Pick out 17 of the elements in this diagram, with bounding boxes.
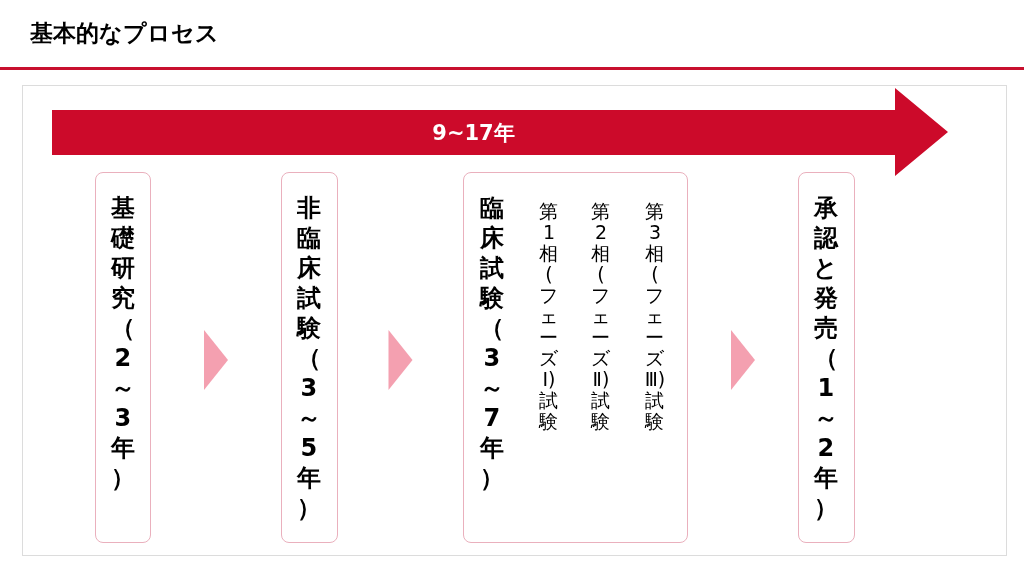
arrow-label: 9~17年 (431, 120, 516, 147)
stage-box (281, 172, 338, 543)
stage-heading: 基礎研究（2～3年） (109, 193, 136, 493)
stage-box (95, 172, 151, 543)
stage-heading: 承認と発売（1～2年） (812, 193, 840, 523)
stage-heading: 非臨床試験（3～5年） (295, 193, 322, 523)
chevron-arrow (731, 330, 755, 390)
phase-text: 第3相(フェーズⅢ)試験 (644, 201, 666, 432)
stage-box (463, 172, 688, 543)
phase-text: 第1相(フェーズⅠ)試験 (538, 201, 560, 432)
timeline-arrow (52, 88, 948, 176)
chevron-arrow (204, 330, 228, 390)
stage-box (798, 172, 855, 543)
stage-heading: 臨床試験（3～7年） (478, 193, 505, 493)
page-title: 基本的なプロセス (30, 19, 219, 48)
phase-text: 第2相(フェーズⅡ)試験 (590, 201, 612, 432)
chevron-arrow (388, 330, 413, 390)
